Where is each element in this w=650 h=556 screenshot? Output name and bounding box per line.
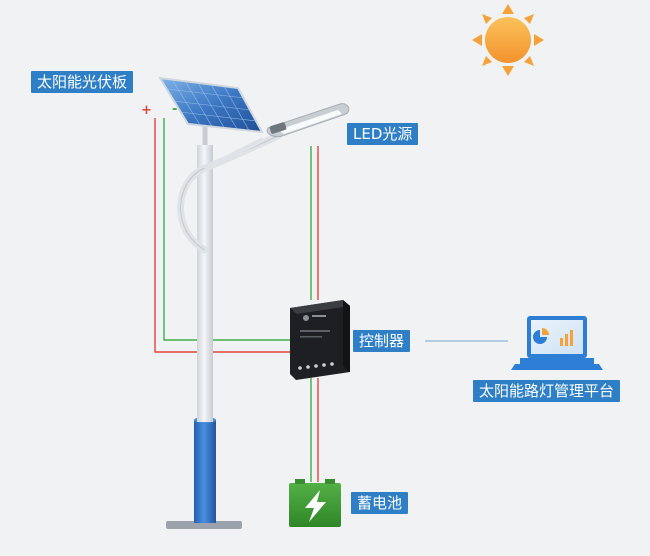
panel-negative-marker: -	[172, 102, 178, 117]
pole-blue-section	[194, 420, 216, 523]
panel-negative-wire	[163, 118, 292, 341]
pole-base-plate	[166, 521, 242, 529]
controller-label: 控制器	[353, 330, 411, 352]
battery-lightning-icon	[289, 479, 341, 527]
led-wires	[310, 146, 319, 300]
panel-positive-marker: +	[141, 103, 152, 118]
led-source-label: LED光源	[347, 123, 419, 145]
sun-icon	[472, 4, 544, 76]
battery-wires	[310, 378, 319, 482]
pole-arm	[177, 132, 282, 254]
laptop-chart-icon	[511, 316, 603, 370]
pole-white-section	[197, 145, 213, 422]
controller-box-icon	[290, 300, 350, 380]
management-platform-label: 太阳能路灯管理平台	[473, 380, 621, 402]
solar-panel-icon	[158, 76, 264, 134]
solar-panel-label: 太阳能光伏板	[31, 71, 134, 93]
battery-label: 蓄电池	[351, 492, 409, 514]
panel-wires	[154, 118, 292, 353]
led-lamp-icon	[266, 103, 350, 137]
panel-positive-wire	[154, 118, 292, 353]
